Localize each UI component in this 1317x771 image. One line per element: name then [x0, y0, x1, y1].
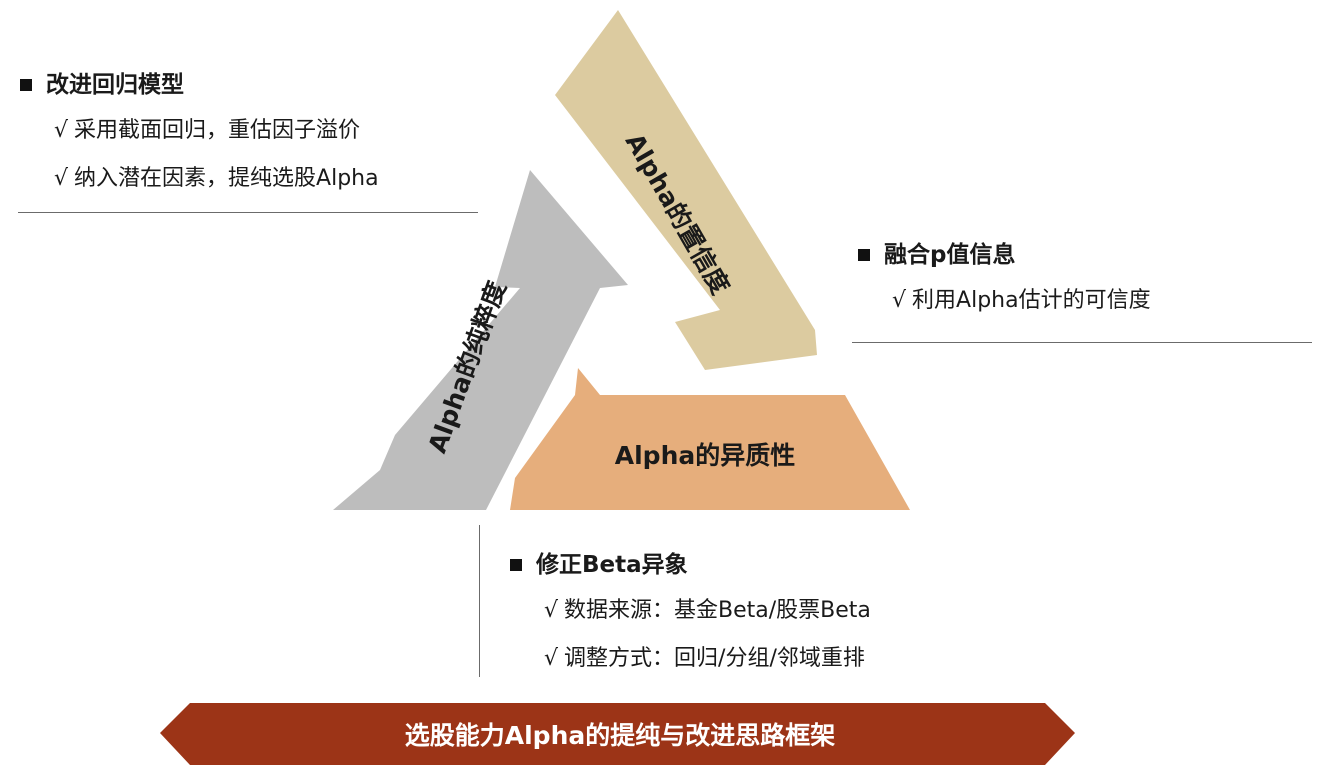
square-bullet-icon: [20, 79, 32, 91]
divider-vertical: [479, 525, 480, 677]
block-heading: 修正Beta异象: [510, 550, 871, 580]
footer-band: [160, 703, 1075, 765]
list-item: √调整方式：回归/分组/邻域重排: [544, 646, 865, 671]
check-icon: √: [54, 118, 69, 143]
check-icon: √: [892, 288, 907, 313]
confidence-arrow: [555, 10, 817, 370]
check-icon: √: [544, 646, 559, 671]
block-heading-text: 改进回归模型: [46, 72, 184, 98]
heterogeneity-arrow: [510, 368, 910, 510]
block-heading: 融合p值信息: [858, 240, 1151, 270]
square-bullet-icon: [510, 559, 522, 571]
purity-arrow: [333, 170, 628, 510]
list-item: √纳入潜在因素，提纯选股Alpha: [54, 166, 379, 191]
divider: [18, 212, 478, 213]
heterogeneity-arrow-label: Alpha的异质性: [615, 441, 795, 470]
block-heading-text: 修正Beta异象: [536, 552, 688, 578]
model-improvement-block: 改进回归模型 √采用截面回归，重估因子溢价 √纳入潜在因素，提纯选股Alpha: [20, 70, 379, 194]
beta-anomaly-block: 修正Beta异象 √数据来源：基金Beta/股票Beta √调整方式：回归/分组…: [510, 550, 871, 674]
check-icon: √: [54, 166, 69, 191]
list-item: √利用Alpha估计的可信度: [892, 288, 1151, 313]
list-item: √采用截面回归，重估因子溢价: [54, 118, 361, 143]
check-icon: √: [544, 598, 559, 623]
block-heading-text: 融合p值信息: [884, 242, 1016, 268]
list-item: √数据来源：基金Beta/股票Beta: [544, 598, 871, 623]
p-value-block: 融合p值信息 √利用Alpha估计的可信度: [858, 240, 1151, 316]
square-bullet-icon: [858, 249, 870, 261]
divider: [852, 342, 1312, 343]
block-heading: 改进回归模型: [20, 70, 379, 100]
footer-title: 选股能力Alpha的提纯与改进思路框架: [405, 721, 835, 750]
